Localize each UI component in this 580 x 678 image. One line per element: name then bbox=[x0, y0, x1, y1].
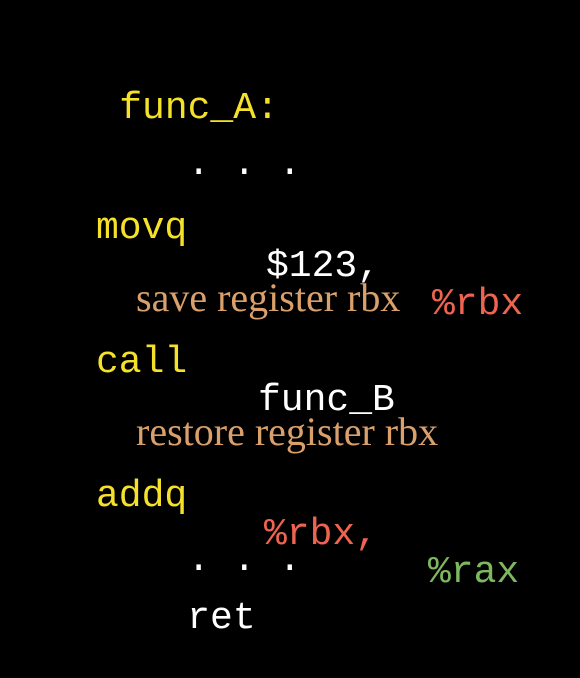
opcode-call: call bbox=[96, 341, 188, 384]
opcode-addq: addq bbox=[96, 475, 188, 518]
ellipsis: . . . bbox=[187, 539, 302, 582]
ellipsis-top: . . . bbox=[96, 108, 301, 222]
save-comment-text: save register rbx bbox=[136, 275, 401, 320]
operand-register-rbx: %rbx bbox=[432, 283, 524, 326]
restore-comment-text: restore register rbx bbox=[136, 409, 439, 454]
instruction-call: call func_B bbox=[96, 306, 395, 458]
instruction-movq: movq $123, %rbx bbox=[96, 172, 523, 362]
operand-function-b: func_B bbox=[258, 379, 395, 422]
instruction-ret: ret bbox=[96, 562, 256, 676]
opcode-ret: ret bbox=[187, 597, 256, 640]
function-label: func_A: bbox=[119, 87, 279, 130]
opcode-movq: movq bbox=[96, 207, 188, 250]
comment-save-register: save register rbx bbox=[96, 238, 400, 358]
comment-restore-register: restore register rbx bbox=[96, 372, 438, 492]
operand-register-rbx: %rbx, bbox=[264, 513, 379, 556]
operand-immediate: $123, bbox=[266, 245, 381, 288]
operand-register-rax: %rax bbox=[428, 551, 520, 594]
ellipsis: . . . bbox=[187, 143, 302, 186]
instruction-addq: addq %rbx, %rax bbox=[96, 440, 519, 630]
assembly-listing: func_A: . . . movq $123, %rbx save regis… bbox=[28, 52, 523, 638]
label-func-a: func_A: bbox=[28, 52, 279, 166]
ellipsis-bottom: . . . bbox=[96, 504, 301, 618]
